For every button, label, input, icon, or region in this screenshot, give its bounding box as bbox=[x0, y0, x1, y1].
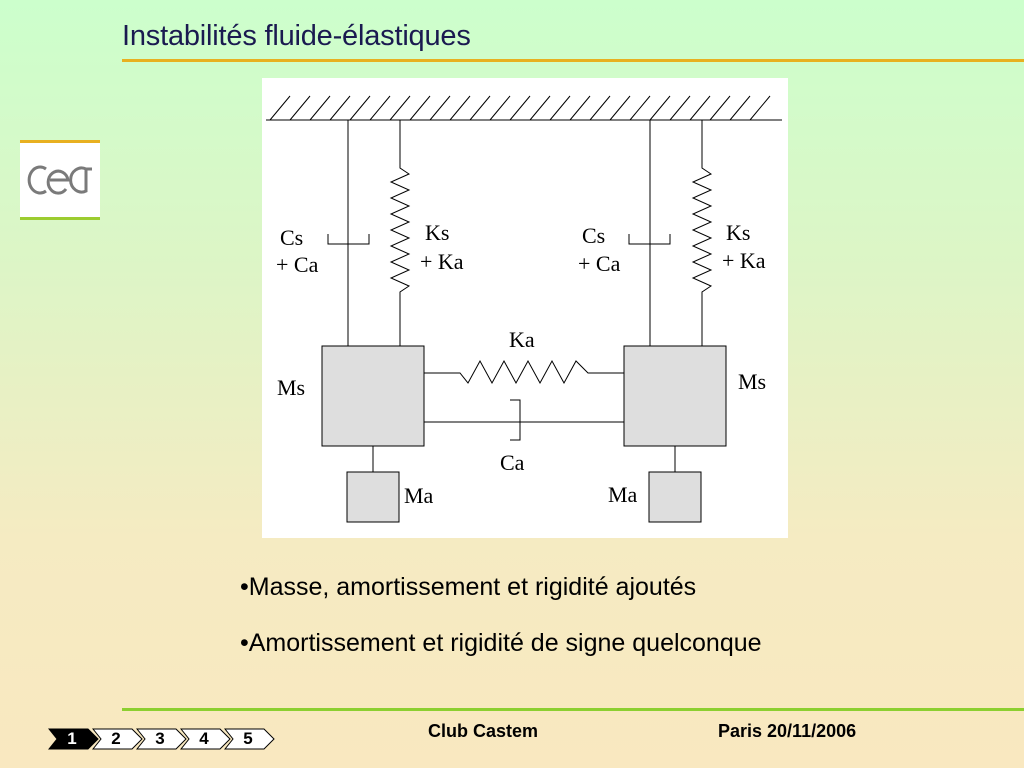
label-ks-right: Ks bbox=[726, 220, 750, 245]
footer-date: Paris 20/11/2006 bbox=[718, 721, 857, 741]
left-spring bbox=[389, 120, 411, 346]
coupling-damper bbox=[424, 399, 624, 441]
label-ms-right: Ms bbox=[738, 369, 766, 394]
label-ka-left: + Ka bbox=[420, 249, 464, 274]
fixed-support bbox=[266, 95, 782, 121]
bullet-item: •Masse, amortissement et rigidité ajouté… bbox=[240, 573, 697, 601]
label-ca-right: + Ca bbox=[578, 251, 621, 276]
nav-page-1[interactable]: 1 bbox=[48, 728, 99, 750]
cea-logo bbox=[20, 140, 100, 220]
nav-page-2-label: 2 bbox=[111, 729, 121, 748]
left-structure-mass bbox=[321, 345, 425, 447]
right-added-mass bbox=[648, 471, 702, 523]
nav-page-4[interactable]: 4 bbox=[180, 728, 231, 750]
nav-page-3-label: 3 bbox=[155, 729, 165, 748]
left-damper bbox=[327, 120, 370, 346]
label-cs-left: Cs bbox=[280, 225, 303, 250]
nav-page-5[interactable]: 5 bbox=[224, 728, 275, 750]
label-ms-left: Ms bbox=[277, 375, 305, 400]
nav-page-2[interactable]: 2 bbox=[92, 728, 143, 750]
fluid-elastic-diagram: Cs + Ca Ks + Ka Cs + Ca Ks + Ka Ka Ca Ms… bbox=[262, 78, 788, 538]
label-ka-right: + Ka bbox=[722, 248, 766, 273]
bullet-list: •Masse, amortissement et rigidité ajouté… bbox=[240, 570, 762, 682]
left-added-mass bbox=[346, 471, 400, 523]
label-ma-right: Ma bbox=[608, 482, 638, 507]
slide-title: Instabilités fluide-élastiques bbox=[122, 20, 471, 52]
label-ca-left: + Ca bbox=[276, 252, 319, 277]
footer-rule bbox=[122, 708, 1024, 711]
nav-page-1-label: 1 bbox=[67, 729, 77, 748]
label-ma-left: Ma bbox=[404, 483, 434, 508]
label-ks-left: Ks bbox=[425, 220, 449, 245]
right-damper bbox=[628, 120, 671, 346]
right-spring bbox=[691, 120, 713, 346]
label-cs-right: Cs bbox=[582, 223, 605, 248]
right-structure-mass bbox=[623, 345, 727, 447]
bullet-item: •Amortissement et rigidité de signe quel… bbox=[240, 629, 762, 657]
label-ca-middle: Ca bbox=[500, 450, 525, 475]
nav-page-3[interactable]: 3 bbox=[136, 728, 187, 750]
title-underline bbox=[122, 59, 1024, 62]
nav-page-5-label: 5 bbox=[243, 729, 253, 748]
nav-page-4-label: 4 bbox=[199, 729, 209, 748]
coupling-spring bbox=[424, 359, 624, 385]
label-ka-middle: Ka bbox=[509, 327, 535, 352]
footer-event: Club Castem bbox=[428, 721, 539, 741]
